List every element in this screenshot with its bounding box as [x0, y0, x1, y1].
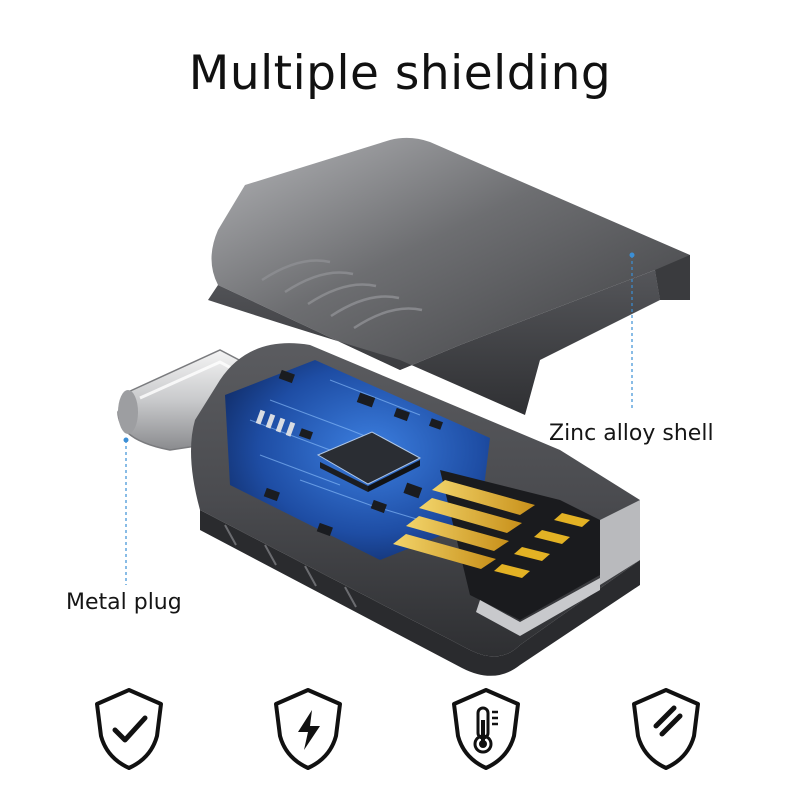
zinc-alloy-lid — [208, 137, 690, 415]
callout-metal-plug: Metal plug — [66, 590, 182, 615]
callout-dot-plug — [123, 437, 129, 443]
circuit-board — [225, 360, 490, 560]
shield-check-icon — [95, 688, 163, 770]
callout-dot-shell — [629, 252, 635, 258]
microcontroller-chip — [316, 431, 422, 492]
callout-zinc-alloy-shell: Zinc alloy shell — [549, 421, 714, 446]
feature-icons-row — [0, 686, 800, 776]
shield-slash-icon — [632, 688, 700, 770]
shield-lightning-icon — [274, 688, 342, 770]
usb-a-port — [393, 470, 640, 636]
shield-thermometer-icon — [452, 688, 520, 770]
callout-lines — [125, 255, 633, 585]
headline: Multiple shielding — [188, 46, 612, 101]
